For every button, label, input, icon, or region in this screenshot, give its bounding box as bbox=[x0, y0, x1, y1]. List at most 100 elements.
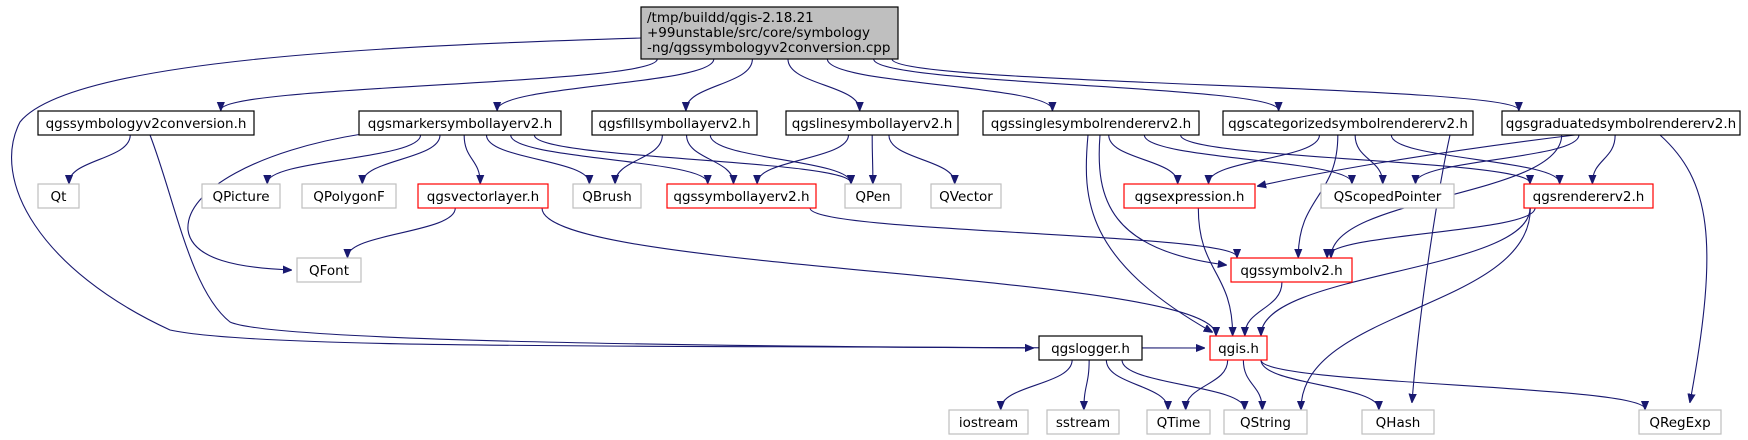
node-box bbox=[591, 110, 758, 136]
node-box bbox=[1501, 110, 1741, 136]
edge-qgsmarkersymbollayerv2-h-to-qgsvectorlayer-h bbox=[463, 134, 480, 183]
edge-root-to-qgslinesymbollayerv2-h bbox=[787, 58, 860, 110]
node-QFont: QFont bbox=[296, 257, 362, 283]
node-label: Qt bbox=[51, 189, 67, 205]
node-box bbox=[1209, 335, 1268, 361]
node-box bbox=[948, 409, 1029, 435]
node-box bbox=[640, 6, 899, 60]
edge-qgslogger-h-to-iostream bbox=[1001, 359, 1073, 409]
node-box bbox=[301, 183, 397, 209]
node-box bbox=[296, 257, 362, 283]
node-qgsgraduatedsymbolrendererv2-h[interactable]: qgsgraduatedsymbolrendererv2.h bbox=[1501, 110, 1741, 136]
node-label: QBrush bbox=[582, 189, 632, 205]
edge-qgssymbolv2-h-to-qgis-h bbox=[1245, 281, 1283, 335]
edge-root-to-qgssinglesymbolrendererv2-h bbox=[826, 58, 1052, 110]
edge-qgsfillsymbollayerv2-h-to-qgssymbollayerv2-h bbox=[686, 134, 734, 183]
node-qgsrendererv2-h[interactable]: qgsrendererv2.h bbox=[1523, 183, 1654, 209]
node-qgsfillsymbollayerv2-h[interactable]: qgsfillsymbollayerv2.h bbox=[591, 110, 758, 136]
node-QPen: QPen bbox=[844, 183, 902, 209]
node-qgscategorizedsymbolrendererv2-h[interactable]: qgscategorizedsymbolrendererv2.h bbox=[1222, 110, 1474, 136]
edge-root-to-qgsmarkersymbollayerv2-h bbox=[497, 58, 715, 110]
edge-qgsfillsymbollayerv2-h-to-QBrush bbox=[615, 134, 663, 183]
edge-qgsmarkersymbollayerv2-h-to-QFont bbox=[187, 133, 363, 270]
node-QScopedPointer: QScopedPointer bbox=[1320, 183, 1455, 209]
edge-qgssymbologyv2conversion-h-to-qgis-h bbox=[149, 134, 1204, 348]
node-qgssymbolv2-h[interactable]: qgssymbolv2.h bbox=[1230, 257, 1353, 283]
node-QRegExp: QRegExp bbox=[1638, 409, 1722, 435]
edge-qgsrendererv2-h-to-qgssymbolv2-h bbox=[1327, 207, 1536, 257]
node-box bbox=[37, 183, 80, 209]
edge-qgssymbollayerv2-h-to-qgssymbolv2-h bbox=[809, 207, 1237, 257]
edge-qgsmarkersymbollayerv2-h-to-QPolygonF bbox=[362, 134, 441, 183]
node-qgssymbologyv2conversion-h[interactable]: qgssymbologyv2conversion.h bbox=[37, 110, 255, 136]
node-box bbox=[1146, 409, 1211, 435]
edge-qgsrendererv2-h-to-QString bbox=[1301, 207, 1531, 409]
node-label: /tmp/buildd/qgis-2.18.21 bbox=[647, 10, 814, 26]
node-box bbox=[1523, 183, 1654, 209]
node-label: qgsmarkersymbollayerv2.h bbox=[368, 116, 552, 132]
node-label: qgssinglesymbolrendererv2.h bbox=[991, 116, 1191, 132]
edge-qgslinesymbollayerv2-h-to-QVector bbox=[888, 134, 955, 183]
node-sstream: sstream bbox=[1046, 409, 1120, 435]
node-box bbox=[930, 183, 1002, 209]
edge-qgis-h-to-QString bbox=[1242, 359, 1262, 409]
edge-qgsvectorlayer-h-to-qgis-h bbox=[541, 207, 1216, 335]
node-box bbox=[572, 183, 642, 209]
node-qgslinesymbollayerv2-h[interactable]: qgslinesymbollayerv2.h bbox=[785, 110, 959, 136]
node-QVector: QVector bbox=[930, 183, 1002, 209]
node-box bbox=[666, 183, 817, 209]
node-root[interactable]: /tmp/buildd/qgis-2.18.21+99unstable/src/… bbox=[640, 6, 899, 60]
node-label: -ng/qgssymbologyv2conversion.cpp bbox=[647, 40, 890, 56]
node-qgsexpression-h[interactable]: qgsexpression.h bbox=[1123, 183, 1256, 209]
node-qgssymbollayerv2-h[interactable]: qgssymbollayerv2.h bbox=[666, 183, 817, 209]
node-QBrush: QBrush bbox=[572, 183, 642, 209]
node-qgsmarkersymbollayerv2-h[interactable]: qgsmarkersymbollayerv2.h bbox=[358, 110, 562, 136]
node-box bbox=[844, 183, 902, 209]
edge-qgscategorizedsymbolrendererv2-h-to-qgssymbolv2-h bbox=[1298, 134, 1339, 257]
edge-qgsfillsymbollayerv2-h-to-QPen bbox=[709, 134, 851, 183]
node-qgsvectorlayer-h[interactable]: qgsvectorlayer.h bbox=[417, 183, 549, 209]
node-box bbox=[37, 110, 255, 136]
node-label: QFont bbox=[309, 263, 349, 279]
node-box bbox=[1638, 409, 1722, 435]
node-label: qgssymbollayerv2.h bbox=[673, 189, 809, 205]
edge-qgsmarkersymbollayerv2-h-to-QBrush bbox=[485, 134, 589, 183]
edge-root-to-qgscategorizedsymbolrendererv2-h bbox=[873, 58, 1279, 110]
edge-root-to-qgssymbologyv2conversion-h bbox=[221, 58, 658, 110]
node-label: QPicture bbox=[212, 189, 269, 205]
node-qgssinglesymbolrendererv2-h[interactable]: qgssinglesymbolrendererv2.h bbox=[982, 110, 1200, 136]
edge-root-to-qgsfillsymbollayerv2-h bbox=[686, 58, 753, 110]
edge-qgsgraduatedsymbolrendererv2-h-to-qgsrendererv2-h bbox=[1592, 134, 1616, 183]
edge-qgssinglesymbolrendererv2-h-to-qgis-h bbox=[1085, 134, 1212, 332]
node-box bbox=[1046, 409, 1120, 435]
edge-qgssymbologyv2conversion-h-to-Qt bbox=[69, 134, 131, 183]
edge-qgssinglesymbolrendererv2-h-to-qgsexpression-h bbox=[1108, 134, 1178, 183]
node-box bbox=[1123, 183, 1256, 209]
edge-qgsgraduatedsymbolrendererv2-h-to-QRegExp bbox=[1659, 134, 1708, 402]
edge-qgsmarkersymbollayerv2-h-to-QPen bbox=[533, 134, 851, 183]
edge-qgsmarkersymbollayerv2-h-to-qgssymbollayerv2-h bbox=[510, 134, 708, 183]
nodes-layer: /tmp/buildd/qgis-2.18.21+99unstable/src/… bbox=[37, 6, 1741, 435]
node-label: qgssymbolv2.h bbox=[1240, 263, 1342, 279]
node-qgslogger-h[interactable]: qgslogger.h bbox=[1038, 335, 1143, 361]
node-label: qgsgraduatedsymbolrendererv2.h bbox=[1506, 116, 1736, 132]
node-label: iostream bbox=[959, 415, 1018, 431]
node-box bbox=[785, 110, 959, 136]
edge-qgis-h-to-QTime bbox=[1186, 359, 1229, 409]
node-QPolygonF: QPolygonF bbox=[301, 183, 397, 209]
node-box bbox=[982, 110, 1200, 136]
node-box bbox=[1223, 409, 1308, 435]
node-box bbox=[1320, 183, 1455, 209]
edge-qgsvectorlayer-h-to-QFont bbox=[347, 207, 456, 257]
node-box bbox=[417, 183, 549, 209]
node-box bbox=[358, 110, 562, 136]
edge-qgslinesymbollayerv2-h-to-QPen bbox=[872, 134, 873, 183]
node-QPicture: QPicture bbox=[201, 183, 281, 209]
node-iostream: iostream bbox=[948, 409, 1029, 435]
node-qgis-h[interactable]: qgis.h bbox=[1209, 335, 1268, 361]
edge-qgslogger-h-to-QTime bbox=[1105, 359, 1168, 409]
node-label: sstream bbox=[1056, 415, 1110, 431]
node-QString: QString bbox=[1223, 409, 1308, 435]
edge-qgscategorizedsymbolrendererv2-h-to-QScopedPointer bbox=[1354, 134, 1383, 183]
